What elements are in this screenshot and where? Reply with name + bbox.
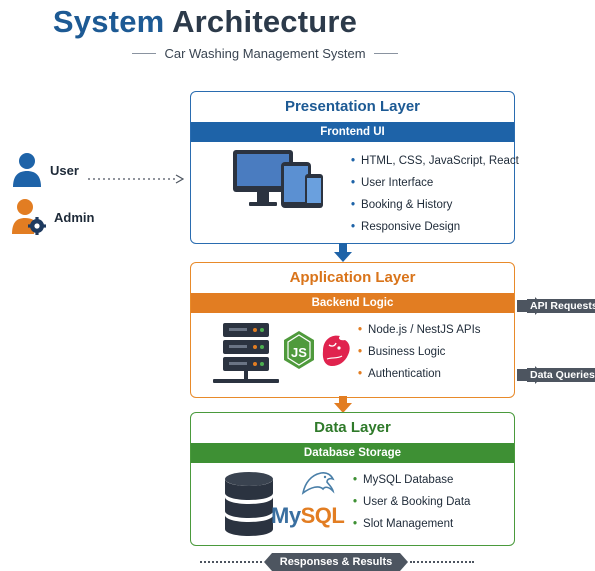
application-layer-band: Backend Logic — [191, 293, 514, 313]
nodejs-logo-icon: JS — [284, 331, 314, 369]
presentation-item: User Interface — [351, 172, 519, 194]
responses-dots-left — [200, 561, 262, 563]
application-layer: Application Layer Backend Logic JS — [190, 262, 515, 398]
phone-icon — [305, 174, 323, 208]
desktop-monitor-icon — [233, 150, 293, 206]
devices-illustration — [233, 150, 323, 208]
diagram-subtitle: Car Washing Management System — [164, 46, 366, 61]
presentation-layer: Presentation Layer Frontend UI HTML, CSS… — [190, 91, 519, 244]
actor-admin: Admin — [12, 198, 94, 236]
mysql-logo-icon — [301, 472, 335, 495]
data-layer: Data Layer Database Storage MySQL MySQL … — [190, 412, 515, 546]
presentation-layer-title: Presentation Layer — [284, 98, 421, 115]
data-layer-band: Database Storage — [191, 443, 514, 463]
backend-illustration: JS — [213, 323, 350, 383]
presentation-to-application-arrow — [334, 243, 352, 262]
application-item: Node.js / NestJS APIs — [358, 319, 481, 341]
responses-dots-right — [410, 561, 474, 563]
data-queries-label: Data Queries — [527, 368, 595, 382]
mysql-logo-sql: SQL — [300, 503, 345, 528]
presentation-item: HTML, CSS, JavaScript, React — [351, 150, 519, 172]
data-items: MySQL Database User & Booking Data Slot … — [353, 469, 470, 535]
user-to-frontend-arrow — [88, 174, 184, 184]
database-cylinder-icon — [225, 472, 273, 536]
actor-admin-label: Admin — [54, 209, 95, 225]
nestjs-logo-icon — [322, 335, 350, 366]
application-item: Business Logic — [358, 341, 481, 363]
server-rack-icon — [213, 323, 279, 383]
admin-gear-icon — [12, 199, 46, 235]
data-queries-arrow: Data Queries — [517, 366, 595, 384]
data-layer-title: Data Layer — [314, 419, 391, 436]
application-item: Authentication — [358, 363, 481, 385]
mysql-logo-my: My — [271, 503, 301, 528]
application-layer-title: Application Layer — [289, 269, 416, 286]
tablet-icon — [281, 162, 311, 208]
mysql-logo-text: MySQL — [271, 503, 345, 529]
subtitle-rule-right — [373, 53, 399, 54]
actor-user: User — [12, 152, 79, 188]
presentation-item: Responsive Design — [351, 216, 519, 238]
responses-row: Responses & Results — [200, 553, 500, 571]
diagram-title: System Architecture — [0, 4, 410, 40]
actor-user-label: User — [50, 162, 79, 178]
application-items: Node.js / NestJS APIs Business Logic Aut… — [358, 319, 481, 385]
user-icon — [13, 153, 41, 187]
application-to-data-arrow — [334, 396, 352, 413]
title-part-1: System — [52, 4, 165, 39]
svg-text:JS: JS — [291, 345, 307, 360]
data-item: Slot Management — [353, 513, 470, 535]
presentation-layer-band: Frontend UI — [191, 122, 514, 142]
api-requests-arrow: API Requests — [517, 297, 595, 315]
title-part-2: Architecture — [172, 4, 358, 39]
subtitle-row: Car Washing Management System — [132, 46, 399, 61]
api-requests-label: API Requests — [527, 299, 595, 313]
data-item: User & Booking Data — [353, 491, 470, 513]
presentation-item: Booking & History — [351, 194, 519, 216]
subtitle-rule-left — [132, 53, 157, 54]
responses-results-label: Responses & Results — [264, 553, 408, 571]
data-item: MySQL Database — [353, 469, 470, 491]
presentation-items: HTML, CSS, JavaScript, React User Interf… — [351, 150, 519, 238]
